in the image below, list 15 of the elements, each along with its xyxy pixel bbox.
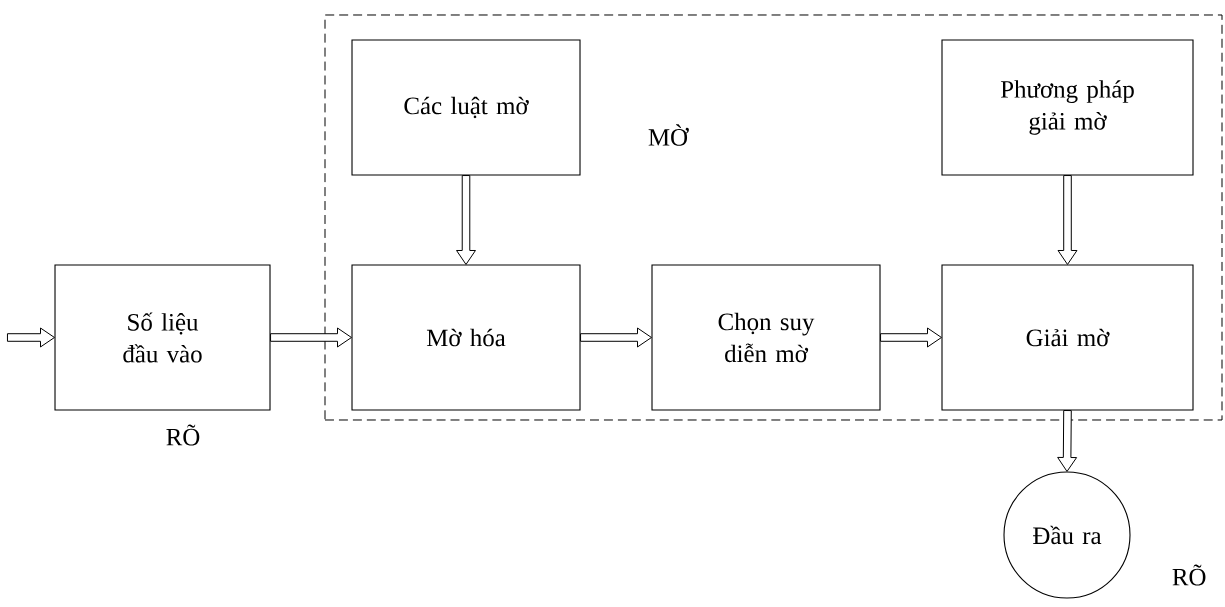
process-box: Các luật mờ xyxy=(351,39,581,176)
process-box: Chọn suy diễn mờ xyxy=(651,264,881,411)
block-arrow xyxy=(580,327,652,348)
region-label: RÕ xyxy=(1172,564,1206,586)
process-box: Mờ hóa xyxy=(351,264,581,411)
block-arrow xyxy=(270,327,352,348)
block-arrow xyxy=(456,175,476,265)
region-label: RÕ xyxy=(166,424,200,446)
block-arrow xyxy=(1057,175,1078,265)
process-box: Số liệu đầu vào xyxy=(54,264,271,411)
block-arrow xyxy=(6,327,55,348)
process-box: Phương pháp giải mờ xyxy=(941,39,1194,176)
process-box: Giải mờ xyxy=(941,264,1194,411)
block-arrow xyxy=(1057,410,1078,472)
block-arrow xyxy=(880,327,942,348)
